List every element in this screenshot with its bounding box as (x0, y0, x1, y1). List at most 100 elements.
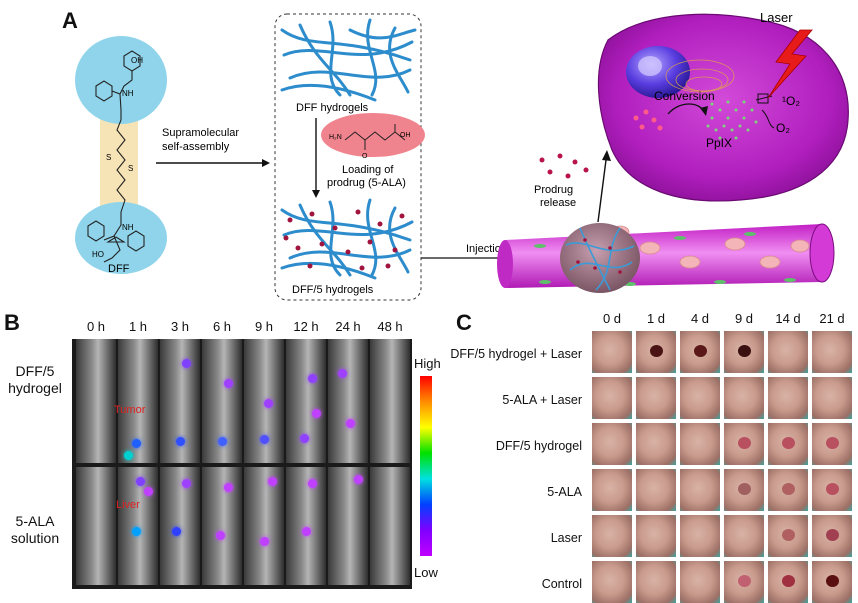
mouse-photo-cell (592, 515, 632, 557)
chem-ho-bottom: HO (92, 250, 104, 259)
mouse-photo-cell (812, 331, 852, 373)
signal-spot (216, 531, 225, 540)
timepoint-header: 6 h (212, 319, 232, 334)
mouse-photo-cell (680, 515, 720, 557)
released-prodrug-dots (539, 153, 589, 179)
assembly-label-line2: self-assembly (162, 141, 230, 153)
loading-label-line2: prodrug (5-ALA) (327, 177, 406, 189)
imaging-cell (328, 339, 368, 463)
timepoint-header: 48 h (377, 319, 403, 334)
mouse-photo-cell (636, 331, 676, 373)
intensity-colorbar (420, 376, 432, 556)
tumor-spot (782, 529, 795, 541)
group-label: DFF/5 hydrogel + Laser (450, 347, 582, 361)
liver-annotation: Liver (116, 499, 140, 511)
row-label-line1: 5-ALA (15, 513, 55, 529)
day-header: 1 d (646, 311, 666, 326)
mouse-photo-cell (680, 331, 720, 373)
colorbar-high-label: High (414, 356, 441, 371)
signal-spot (176, 437, 185, 446)
mouse-photo-cell (636, 377, 676, 419)
molecule-label: DFF (108, 263, 130, 275)
release-label-line1: Prodrug (534, 184, 573, 196)
signal-spot (312, 409, 321, 418)
imaging-cell (118, 467, 158, 585)
tumor-spot (826, 483, 839, 495)
signal-spot (302, 527, 311, 536)
group-label: Control (541, 577, 582, 591)
mouse-photo-cell (724, 561, 764, 603)
panel-letter-c: C (456, 310, 472, 335)
prodrug-dots (283, 209, 405, 271)
day-header: 21 d (819, 311, 845, 326)
singlet-oxygen-label: ¹O₂ (782, 94, 800, 108)
chem-h2n: H₂N (329, 134, 342, 141)
tumor-spot (650, 345, 663, 357)
imaging-cell (160, 339, 200, 463)
dff-molecule-structure: OH NH S S NH HO DFF (75, 36, 167, 275)
mouse-photo-cell (768, 423, 808, 465)
group-label: Laser (550, 531, 582, 545)
mouse-photo-cell (592, 377, 632, 419)
signal-spot (182, 479, 191, 488)
row-label-line1: DFF/5 (15, 363, 55, 379)
imaging-cell (76, 467, 116, 585)
mouse-photo-cell (768, 561, 808, 603)
signal-spot (308, 479, 317, 488)
loading-label-line1: Loading of (342, 164, 394, 176)
panel-letter-b: B (4, 310, 20, 335)
imaging-cell (370, 467, 410, 585)
signal-spot (172, 527, 181, 536)
tumor-annotation: Tumor (114, 404, 146, 416)
signal-spot (218, 437, 227, 446)
signal-spot (338, 369, 347, 378)
mouse-photo-cell (812, 515, 852, 557)
panel-b-row-label-0: DFF/5 hydrogel (0, 363, 70, 397)
signal-spot (132, 527, 141, 536)
tumor-spot (826, 575, 839, 587)
imaging-cell (370, 339, 410, 463)
mouse-photo-cell (812, 469, 852, 511)
oxygen-label: O₂ (776, 121, 790, 135)
tumor-spot (782, 575, 795, 587)
mouse-photo-cell (680, 377, 720, 419)
colorbar-low-label: Low (414, 565, 438, 580)
mouse-photo-cell (724, 377, 764, 419)
assembly-arrow: Supramolecular self-assembly (156, 127, 270, 167)
timepoint-header: 0 h (86, 319, 106, 334)
mouse-photo-cell (592, 469, 632, 511)
timepoint-header: 24 h (335, 319, 361, 334)
tumor-spot (738, 437, 751, 449)
tumor-spot (782, 483, 795, 495)
imaging-cell (118, 339, 158, 463)
injection-label: Injection (466, 243, 507, 255)
imaging-cell (286, 467, 326, 585)
hydrogel-dashed-box (274, 13, 422, 301)
signal-spot (268, 477, 277, 486)
signal-spot (132, 439, 141, 448)
mouse-photo-cell (592, 561, 632, 603)
tumor-spot (738, 483, 751, 495)
group-label: 5-ALA (547, 485, 582, 499)
release-label-line2: release (540, 197, 576, 209)
tumor-spot (826, 437, 839, 449)
laser-bolt-icon (767, 29, 813, 99)
chem-s-1: S (106, 153, 111, 162)
mouse-photo-cell (768, 515, 808, 557)
tumor-spot (738, 575, 751, 587)
mouse-photo-cell (592, 331, 632, 373)
signal-spot (260, 435, 269, 444)
mouse-photo-cell (768, 377, 808, 419)
row-label-line2: solution (10, 530, 60, 546)
tumor-spot (782, 437, 795, 449)
conversion-label: Conversion (654, 89, 715, 103)
timepoint-header: 9 h (254, 319, 274, 334)
timepoint-header: 12 h (293, 319, 319, 334)
mouse-photo-cell (636, 469, 676, 511)
row-label-line2: hydrogel (8, 380, 62, 396)
mouse-photo-cell (680, 469, 720, 511)
signal-spot (354, 475, 363, 484)
mouse-photo-cell (636, 561, 676, 603)
hydrogel-label: DFF hydrogels (296, 102, 369, 114)
tumor-spot (694, 345, 707, 357)
